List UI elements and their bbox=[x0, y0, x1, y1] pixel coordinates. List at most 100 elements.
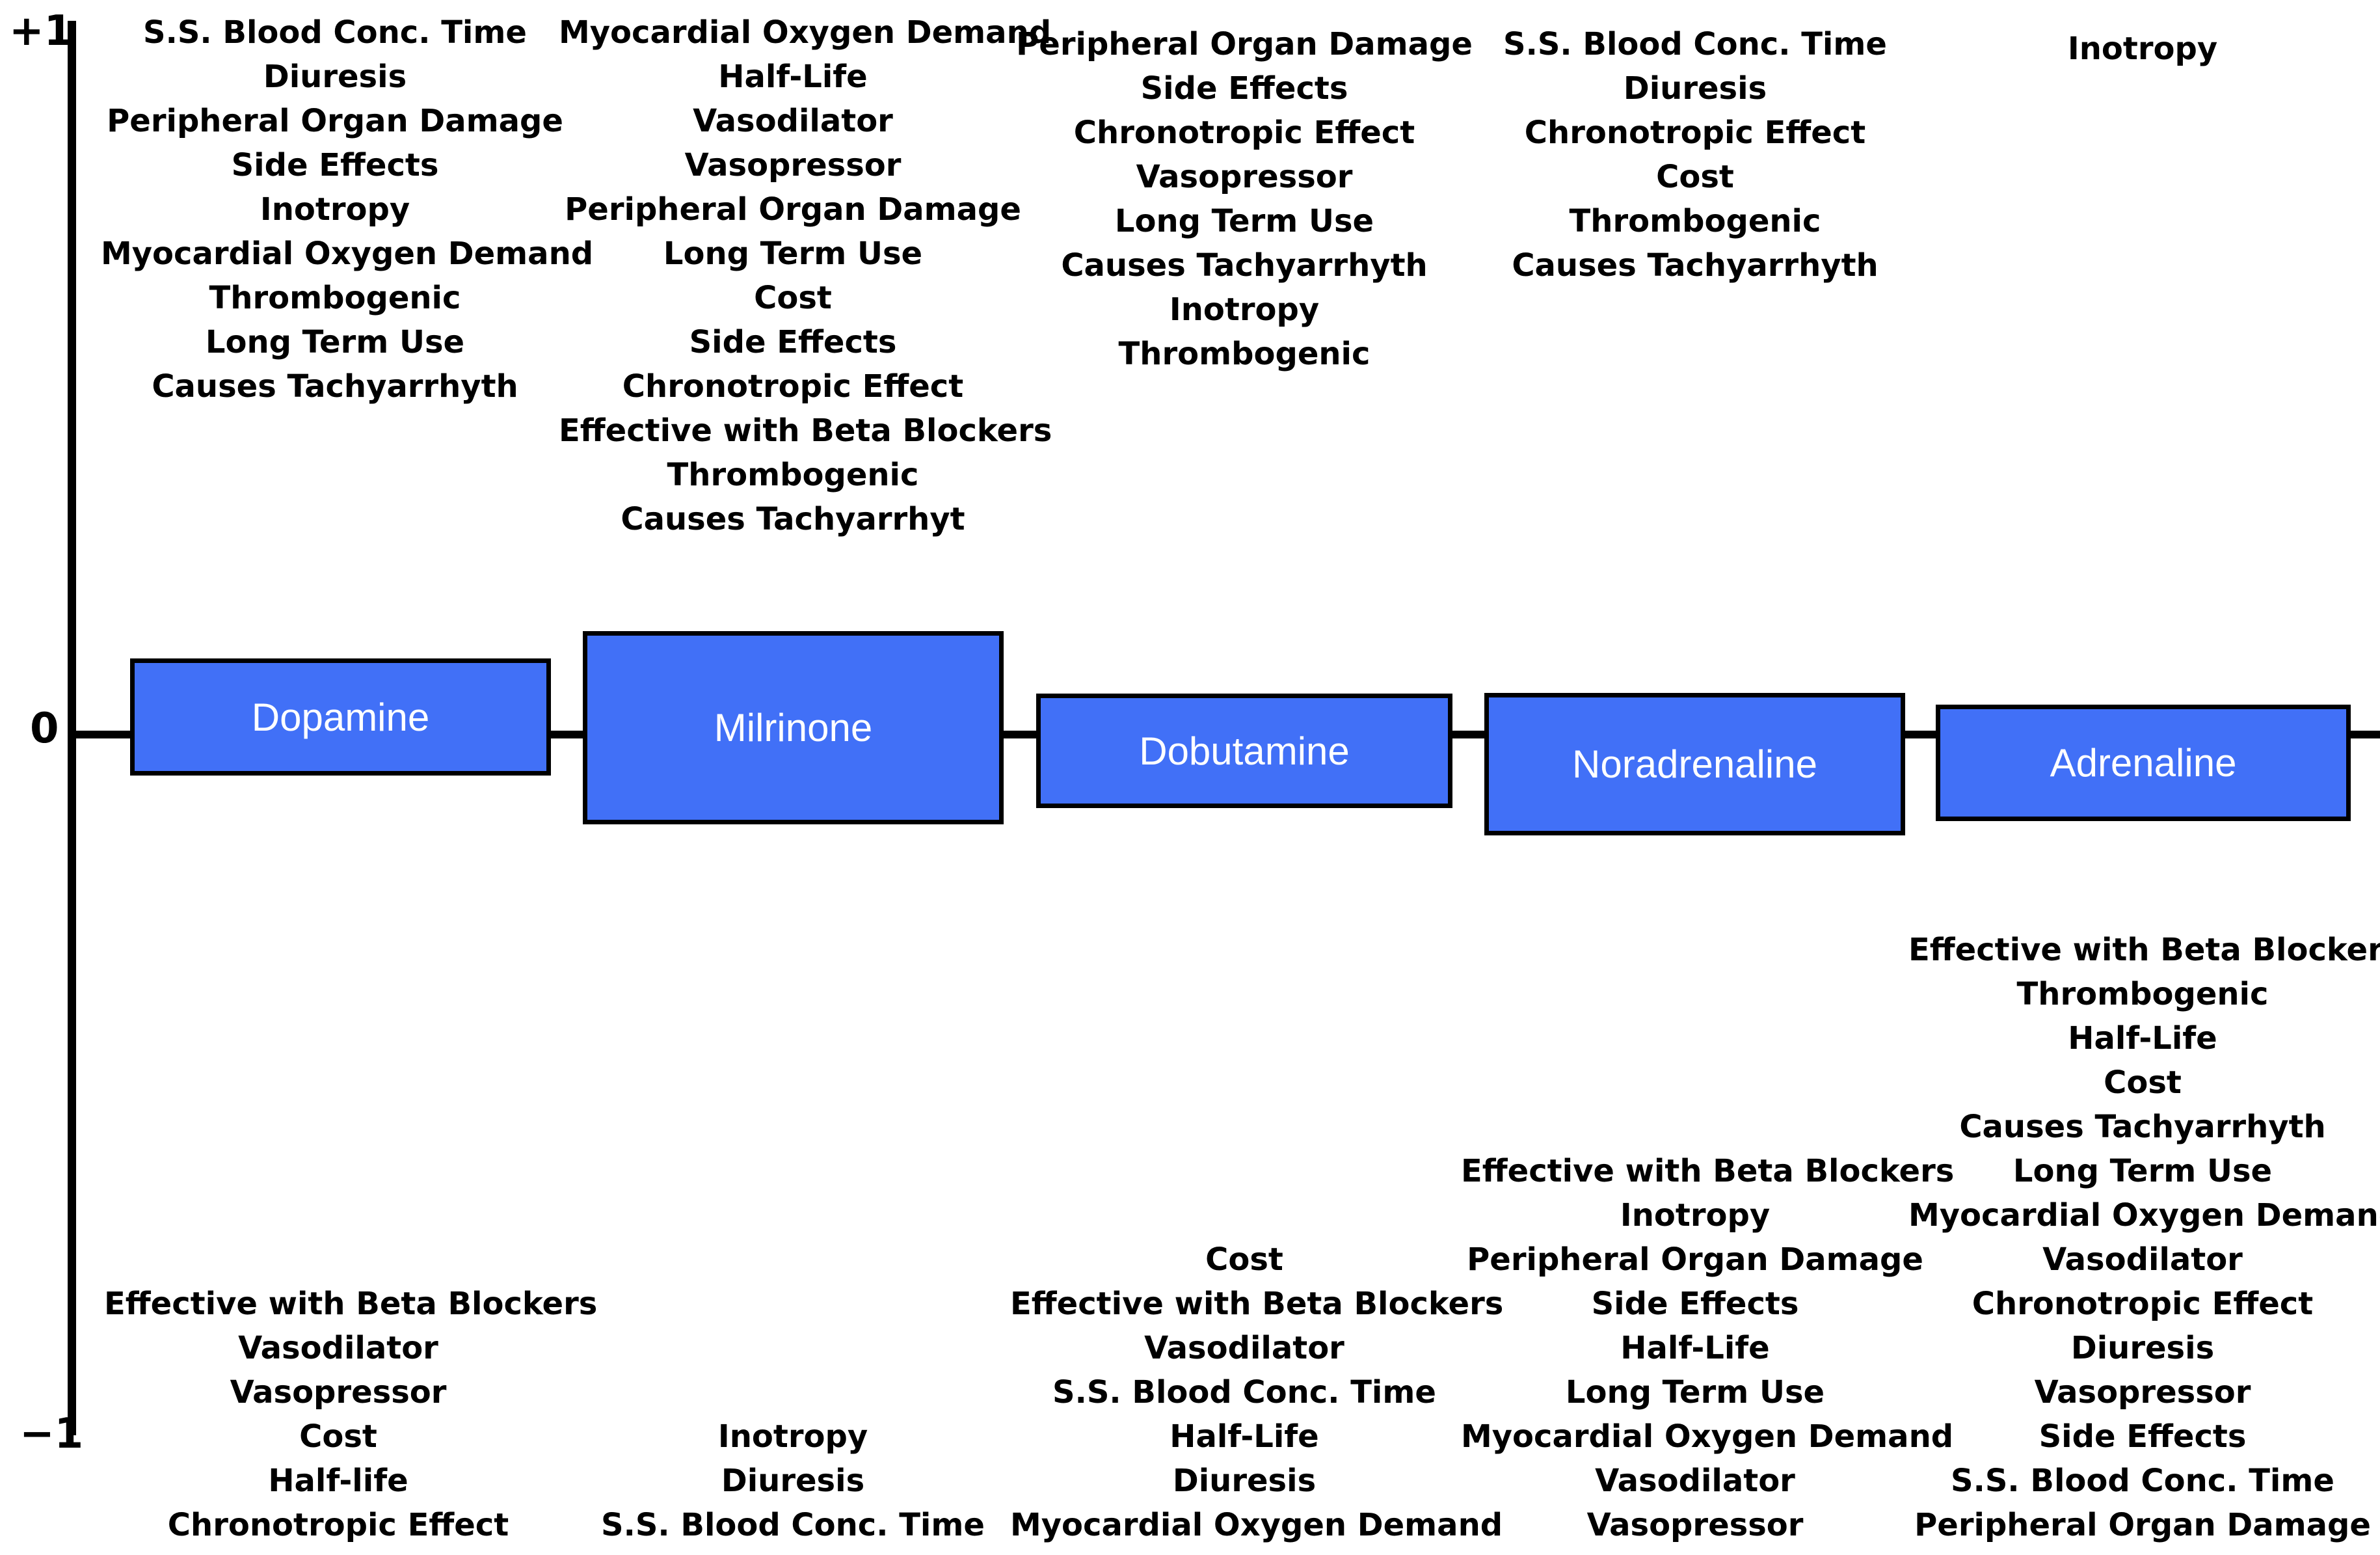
list-item: Half-life bbox=[268, 1463, 408, 1499]
list-item: Thrombogenic bbox=[1569, 203, 1821, 239]
positive-list-dopamine: S.S. Blood Conc. Time Diuresis Periphera… bbox=[101, 10, 594, 409]
list-item: Chronotropic Effect bbox=[1073, 115, 1415, 151]
list-item: Cost bbox=[754, 280, 832, 316]
list-item: Long Term Use bbox=[1114, 203, 1374, 239]
list-item: Causes Tachyarrhyth bbox=[1959, 1109, 2326, 1145]
list-item: Peripheral Organ Damage bbox=[565, 191, 1021, 228]
list-item: Inotropy bbox=[2067, 31, 2218, 67]
drug-box-dobutamine: Dobutamine bbox=[1036, 694, 1452, 808]
positive-list-adrenaline: Inotropy bbox=[1908, 27, 2377, 71]
list-item: Vasodilator bbox=[1144, 1330, 1344, 1366]
list-item: Half-Life bbox=[2068, 1020, 2217, 1057]
list-item: Inotropy bbox=[1620, 1197, 1771, 1234]
drug-box-adrenaline: Adrenaline bbox=[1936, 705, 2351, 821]
list-item: Vasopressor bbox=[1586, 1507, 1804, 1543]
list-item: Vasodilator bbox=[2042, 1241, 2243, 1278]
list-item: Side Effects bbox=[1591, 1286, 1799, 1322]
axis-label-minus-one: −1 bbox=[20, 1410, 84, 1458]
list-item: Effective with Beta Blockers bbox=[1908, 932, 2380, 968]
list-item: S.S. Blood Conc. Time bbox=[1503, 26, 1887, 62]
list-item: Half-Life bbox=[1620, 1330, 1770, 1366]
list-item: Peripheral Organ Damage bbox=[107, 103, 563, 139]
list-item: Myocardial Oxygen Demand bbox=[1010, 1507, 1503, 1543]
list-item: Inotropy bbox=[260, 191, 410, 228]
positive-list-dobutamine: Peripheral Organ Damage Side Effects Chr… bbox=[1010, 22, 1478, 376]
list-item: Chronotropic Effect bbox=[622, 368, 964, 405]
list-item: S.S. Blood Conc. Time bbox=[1052, 1374, 1436, 1411]
list-item: Long Term Use bbox=[1565, 1374, 1825, 1411]
drug-label: Milrinone bbox=[714, 706, 873, 750]
list-item: Half-Life bbox=[1170, 1418, 1319, 1455]
list-item: S.S. Blood Conc. Time bbox=[601, 1507, 985, 1543]
drug-label: Dopamine bbox=[251, 695, 430, 739]
list-item: Myocardial Oxygen Demand bbox=[1461, 1418, 1954, 1455]
positive-list-noradrenaline: S.S. Blood Conc. Time Diuresis Chronotro… bbox=[1461, 22, 1929, 288]
list-item: Vasopressor bbox=[230, 1374, 447, 1411]
list-item: Vasopressor bbox=[684, 147, 902, 183]
list-item: Myocardial Oxygen Demand bbox=[559, 14, 1052, 51]
list-item: Vasodilator bbox=[693, 103, 893, 139]
list-item: Vasodilator bbox=[238, 1330, 438, 1366]
list-item: Myocardial Oxygen Demand bbox=[1908, 1197, 2380, 1234]
list-item: S.S. Blood Conc. Time bbox=[143, 14, 527, 51]
negative-list-adrenaline: Effective with Beta Blockers Thrombogeni… bbox=[1908, 928, 2380, 1547]
list-item: Effective with Beta Blockers bbox=[104, 1286, 598, 1322]
list-item: Thrombogenic bbox=[667, 457, 919, 493]
list-item: Causes Tachyarrhyth bbox=[152, 368, 518, 405]
drug-box-milrinone: Milrinone bbox=[583, 631, 1004, 824]
negative-list-noradrenaline: Effective with Beta Blockers Inotropy Pe… bbox=[1461, 1149, 1955, 1547]
axis-label-plus-one: +1 bbox=[9, 7, 74, 55]
vertical-axis bbox=[68, 21, 76, 1435]
list-item: Long Term Use bbox=[205, 324, 465, 360]
drug-label: Dobutamine bbox=[1139, 729, 1350, 773]
list-item: Effective with Beta Blockers bbox=[559, 412, 1052, 449]
list-item: Effective with Beta Blockers bbox=[1010, 1286, 1504, 1322]
list-item: Vasodilator bbox=[1595, 1463, 1795, 1499]
drug-box-noradrenaline: Noradrenaline bbox=[1484, 693, 1905, 835]
list-item: Inotropy bbox=[1169, 291, 1320, 328]
list-item: Myocardial Oxygen Demand bbox=[101, 236, 594, 272]
list-item: Diuresis bbox=[1172, 1463, 1317, 1499]
list-item: Causes Tachyarrhyth bbox=[1061, 247, 1428, 284]
list-item: Vasopressor bbox=[2034, 1374, 2251, 1411]
list-item: S.S. Blood Conc. Time bbox=[1951, 1463, 2334, 1499]
list-item: Cost bbox=[2104, 1064, 2182, 1101]
list-item: Chronotropic Effect bbox=[1524, 115, 1866, 151]
drug-label: Adrenaline bbox=[2050, 741, 2237, 785]
list-item: Long Term Use bbox=[2012, 1153, 2273, 1189]
list-item: Long Term Use bbox=[663, 236, 923, 272]
negative-list-dopamine: Effective with Beta Blockers Vasodilator… bbox=[104, 1282, 598, 1547]
list-item: Peripheral Organ Damage bbox=[1467, 1241, 1923, 1278]
list-item: Diuresis bbox=[263, 59, 407, 95]
axis-label-zero: 0 bbox=[30, 705, 59, 753]
negative-list-dobutamine: Cost Effective with Beta Blockers Vasodi… bbox=[1010, 1237, 1504, 1547]
list-item: Peripheral Organ Damage bbox=[1016, 26, 1473, 62]
list-item: Cost bbox=[1205, 1241, 1283, 1278]
list-item: Thrombogenic bbox=[1118, 336, 1371, 372]
list-item: Peripheral Organ Damage bbox=[1914, 1507, 2371, 1543]
list-item: Effective with Beta Blockers bbox=[1461, 1153, 1955, 1189]
list-item: Chronotropic Effect bbox=[167, 1507, 509, 1543]
list-item: Causes Tachyarrhyt bbox=[621, 501, 965, 537]
list-item: Side Effects bbox=[2039, 1418, 2247, 1455]
list-item: Thrombogenic bbox=[209, 280, 461, 316]
list-item: Side Effects bbox=[231, 147, 439, 183]
list-item: Side Effects bbox=[1140, 70, 1348, 107]
list-item: Side Effects bbox=[689, 324, 897, 360]
positive-list-milrinone: Myocardial Oxygen Demand Half-Life Vasod… bbox=[559, 10, 1052, 541]
list-item: Diuresis bbox=[1623, 70, 1767, 107]
list-item: Causes Tachyarrhyth bbox=[1512, 247, 1879, 284]
list-item: Cost bbox=[299, 1418, 377, 1455]
drug-label: Noradrenaline bbox=[1572, 742, 1817, 786]
list-item: Inotropy bbox=[717, 1418, 868, 1455]
drug-box-dopamine: Dopamine bbox=[130, 658, 551, 776]
list-item: Chronotropic Effect bbox=[1972, 1286, 2314, 1322]
list-item: Cost bbox=[1656, 159, 1734, 195]
list-item: Thrombogenic bbox=[2016, 976, 2269, 1012]
list-item: Vasopressor bbox=[1136, 159, 1353, 195]
list-item: Half-Life bbox=[718, 59, 868, 95]
list-item: Diuresis bbox=[2070, 1330, 2215, 1366]
negative-list-milrinone: Inotropy Diuresis S.S. Blood Conc. Time bbox=[559, 1414, 1027, 1547]
list-item: Diuresis bbox=[721, 1463, 865, 1499]
